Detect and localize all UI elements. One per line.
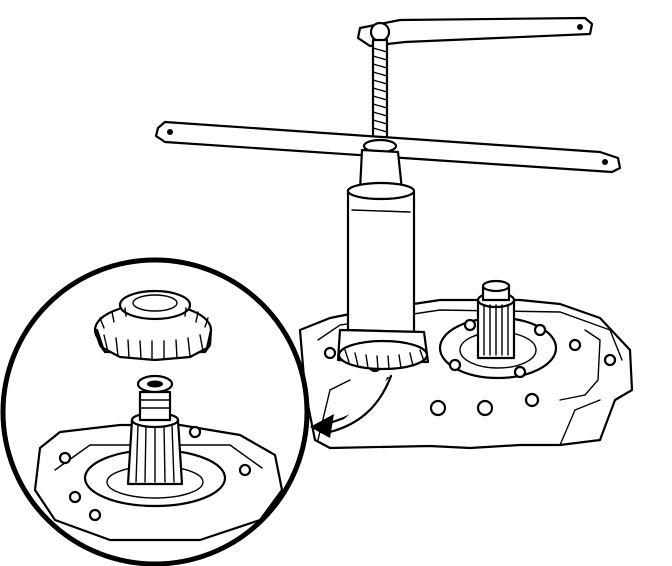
detail-callout xyxy=(0,257,310,566)
housing-boss-2 xyxy=(476,399,494,417)
installed-bearing xyxy=(337,339,429,371)
output-shaft-assembly xyxy=(438,279,558,380)
tool-top-handle xyxy=(356,16,594,48)
housing-boss-3 xyxy=(524,392,540,408)
housing-bolt-hole-3 xyxy=(603,353,617,367)
housing-bolt-hole-4 xyxy=(568,338,582,352)
housing-bolt-hole-1 xyxy=(323,346,337,360)
callout-shaft xyxy=(126,374,184,486)
callout-arrow xyxy=(310,374,393,438)
callout-bearing xyxy=(93,289,213,362)
puller-tool xyxy=(154,16,622,371)
arrow-head xyxy=(310,414,334,438)
housing-boss-1 xyxy=(429,399,447,417)
